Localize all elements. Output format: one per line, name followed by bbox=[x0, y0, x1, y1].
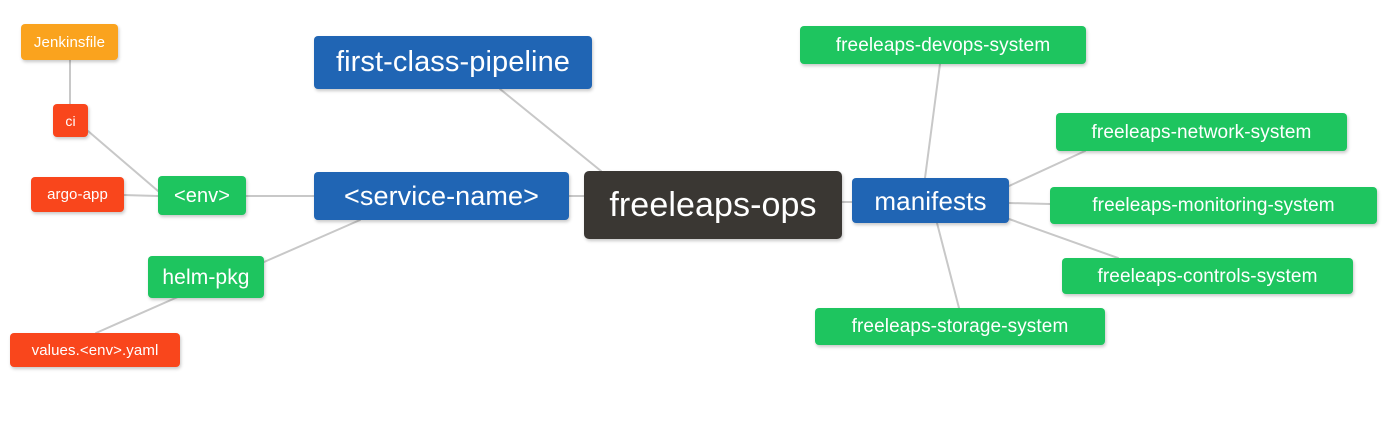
mindmap-node-freeleaps-network-system[interactable]: freeleaps-network-system bbox=[1056, 113, 1347, 151]
edge-manifests-to-freeleaps-network-system bbox=[1008, 150, 1086, 187]
mindmap-node-values-yaml[interactable]: values.<env>.yaml bbox=[10, 333, 180, 367]
edge-manifests-to-freeleaps-monitoring-system bbox=[1008, 202, 1051, 205]
mindmap-node-helm-pkg[interactable]: helm-pkg bbox=[148, 256, 264, 298]
edge-first-class-pipeline-to-freeleaps-ops bbox=[499, 88, 602, 172]
edge-manifests-to-freeleaps-devops-system bbox=[924, 63, 941, 179]
mindmap-node-freeleaps-monitoring-system[interactable]: freeleaps-monitoring-system bbox=[1050, 187, 1377, 224]
mindmap-node-manifests[interactable]: manifests bbox=[852, 178, 1009, 223]
edge-service-name-to-helm-pkg bbox=[263, 219, 361, 263]
mindmap-node-jenkinsfile[interactable]: Jenkinsfile bbox=[21, 24, 118, 60]
edge-manifests-to-freeleaps-storage-system bbox=[936, 222, 960, 309]
mindmap-node-freeleaps-ops[interactable]: freeleaps-ops bbox=[584, 171, 842, 239]
mindmap-node-ci[interactable]: ci bbox=[53, 104, 88, 137]
edge-helm-pkg-to-values-yaml bbox=[95, 295, 181, 334]
mindmap-node-freeleaps-controls-system[interactable]: freeleaps-controls-system bbox=[1062, 258, 1353, 294]
mindmap-node-env[interactable]: <env> bbox=[158, 176, 246, 215]
edge-manifests-to-freeleaps-controls-system bbox=[1008, 218, 1119, 259]
mindmap-node-first-class-pipeline[interactable]: first-class-pipeline bbox=[314, 36, 592, 89]
mindmap-node-argo-app[interactable]: argo-app bbox=[31, 177, 124, 212]
mindmap-node-freeleaps-devops-system[interactable]: freeleaps-devops-system bbox=[800, 26, 1086, 64]
mindmap-node-freeleaps-storage-system[interactable]: freeleaps-storage-system bbox=[815, 308, 1105, 345]
mindmap-node-service-name[interactable]: <service-name> bbox=[314, 172, 569, 220]
edge-argo-app-to-env bbox=[123, 194, 159, 197]
